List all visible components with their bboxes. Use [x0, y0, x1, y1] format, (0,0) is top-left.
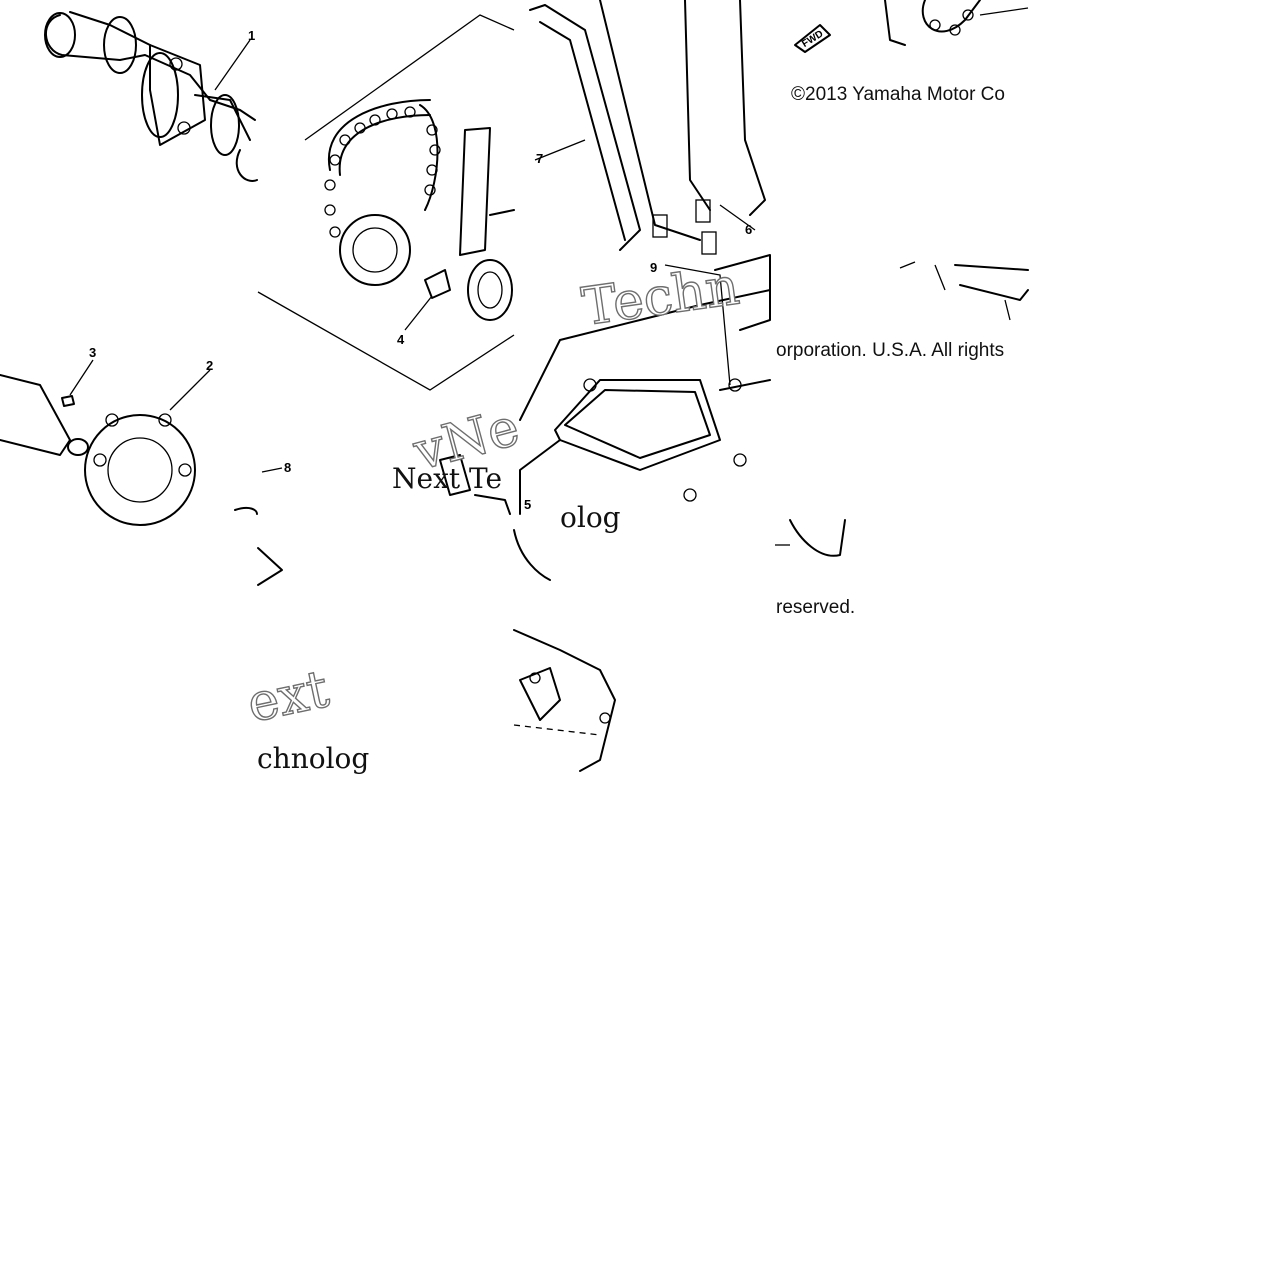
camshaft-part: [44, 11, 258, 182]
part-number-labels: 1 2 3 4 5 6 7 8 9: [89, 28, 752, 512]
part-label-5: 5: [524, 497, 531, 512]
cylinder-head-part: [519, 254, 771, 515]
tensioner-part: [439, 454, 511, 515]
fwd-chain-part: FWD ©2013 Yamaha Motor Co: [791, 0, 1029, 105]
part-label-7: 7: [536, 151, 543, 166]
chain-links: [324, 106, 441, 238]
watermark-next-2: Next Te: [392, 462, 502, 495]
part-label-1: 1: [248, 28, 255, 43]
part-label-6: 6: [745, 222, 752, 237]
chain-guide-part: [529, 0, 766, 255]
copyright-line-1: ©2013 Yamaha Motor Co: [791, 84, 1005, 105]
part-label-9: 9: [650, 260, 657, 275]
part-label-2: 2: [206, 358, 213, 373]
small-head-part: orporation. U.S.A. All rights: [776, 261, 1029, 361]
part-label-3: 3: [89, 345, 96, 360]
watermark-tech-1: Techn: [578, 257, 742, 338]
watermark-chno-2: chnolog: [257, 742, 369, 775]
lower-right-part: reserved.: [775, 519, 855, 618]
cam-chain-part: [257, 14, 515, 391]
part-label-4: 4: [397, 332, 405, 347]
watermark-text: Techn vNe Next Te olog ext chnolog: [242, 256, 744, 775]
lower-head-part: [513, 529, 616, 772]
watermark-ext-1: ext: [242, 659, 334, 735]
lower-left-part: [257, 547, 283, 586]
part-label-8: 8: [284, 460, 291, 475]
copyright-line-2: orporation. U.S.A. All rights: [776, 340, 1004, 361]
watermark-chno-1: olog: [560, 501, 621, 534]
cam-sprocket-part: [0, 359, 283, 526]
copyright-line-3: reserved.: [776, 597, 855, 618]
